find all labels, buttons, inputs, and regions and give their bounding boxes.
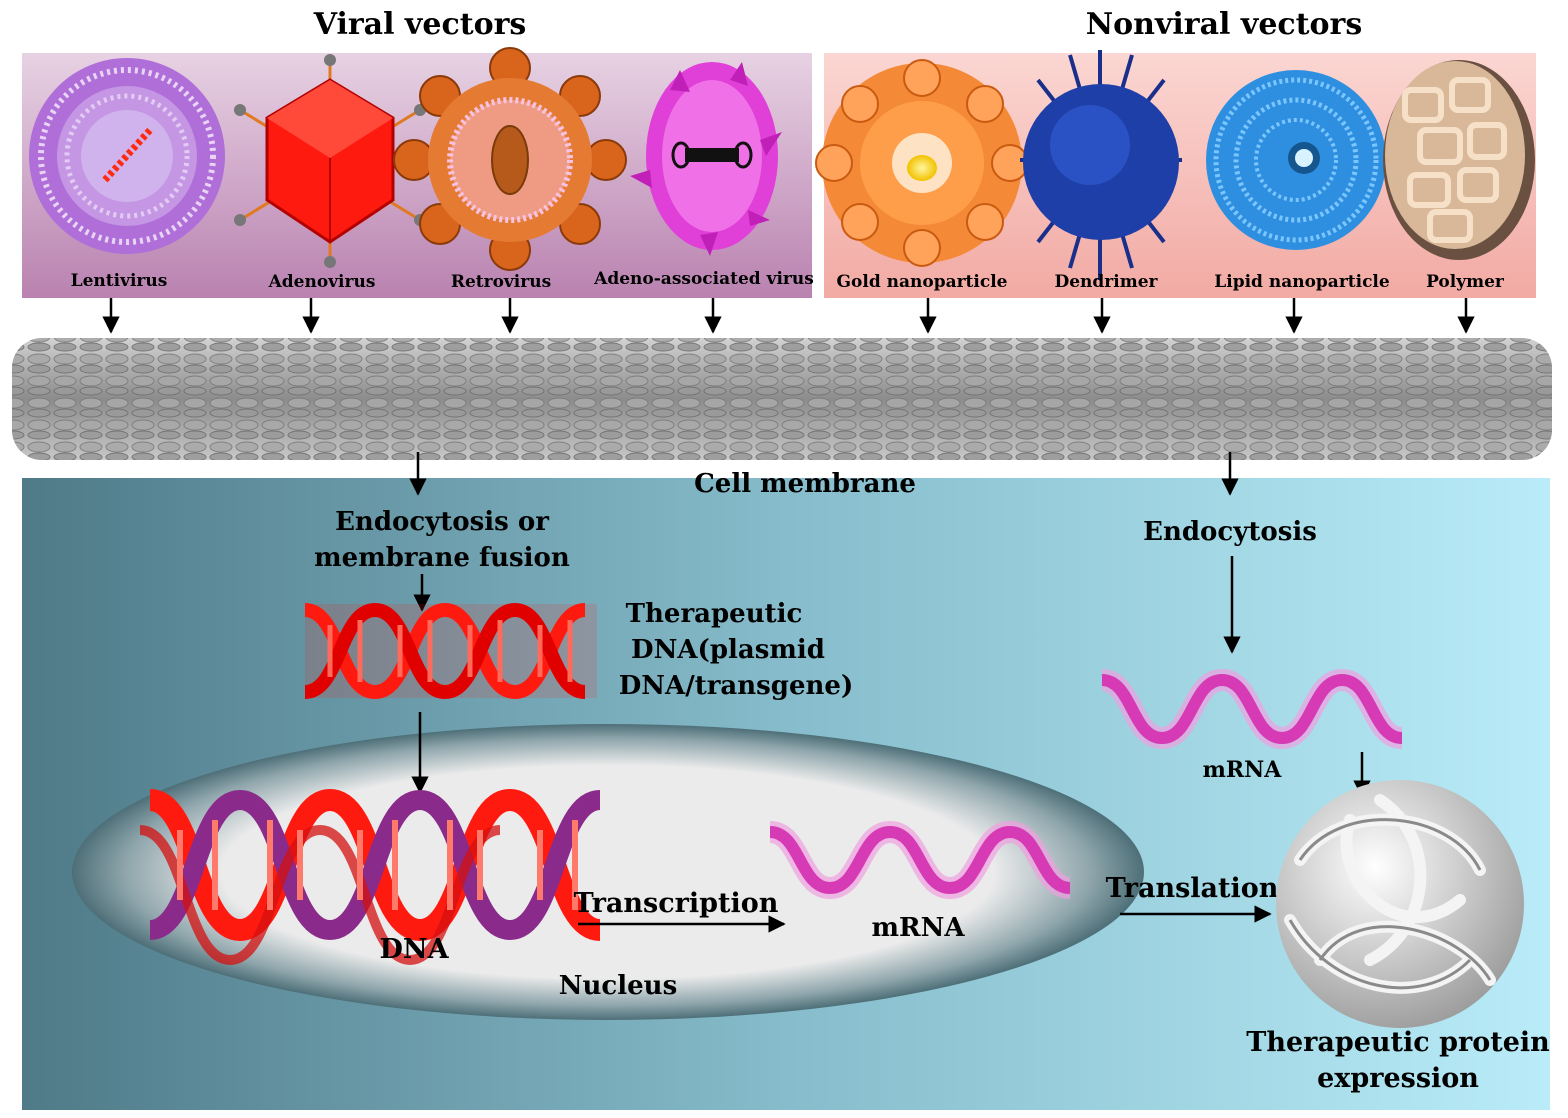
vector-entry-arrows: [102, 298, 1475, 334]
cytoplasm-mrna-icon: [1100, 668, 1404, 750]
cell-membrane-label: Cell membrane: [694, 469, 916, 499]
viral-entry-line-2: membrane fusion: [314, 543, 570, 573]
therapeutic-dna-line-3: DNA/transgene): [619, 671, 854, 701]
aav-icon: [630, 62, 782, 256]
cell-membrane: [12, 338, 1552, 460]
therapeutic-dna-icon: [303, 602, 597, 700]
protein-label-line-1: Therapeutic protein: [1246, 1027, 1550, 1058]
vector-label-lentivirus: Lentivirus: [71, 271, 168, 291]
dendrimer-icon: [1020, 50, 1182, 280]
nonviral-entry-label: Endocytosis: [1143, 517, 1317, 547]
therapeutic-dna-line-2: DNA(plasmid: [631, 635, 825, 665]
nuclear-dna-icon: [139, 788, 603, 966]
adenovirus-icon: [234, 54, 426, 268]
cytoplasm-mrna-label: mRNA: [1203, 757, 1283, 783]
vector-label-retrovirus: Retrovirus: [451, 272, 551, 292]
vector-label-gold-nanoparticle: Gold nanoparticle: [837, 272, 1008, 292]
vector-label-polymer: Polymer: [1426, 272, 1505, 292]
dna-label: DNA: [379, 934, 449, 965]
vector-label-lipid-nanoparticle: Lipid nanoparticle: [1214, 272, 1390, 292]
therapeutic-dna-line-1: Therapeutic: [626, 599, 803, 629]
transcription-label: Transcription: [574, 888, 779, 919]
lipid-nanoparticle-icon: [1206, 70, 1386, 250]
viral-entry-line-1: Endocytosis or: [335, 507, 549, 537]
nucleus-label: Nucleus: [559, 971, 677, 1001]
gold-nanoparticle-icon: [815, 59, 1029, 267]
retrovirus-icon: [393, 47, 627, 271]
therapeutic-protein-icon: [1276, 780, 1524, 1028]
vector-label-dendrimer: Dendrimer: [1055, 272, 1159, 292]
lentivirus-icon: [29, 58, 225, 254]
polymer-icon: [1383, 60, 1535, 260]
nuclear-mrna-icon: [768, 820, 1072, 900]
vector-label-adenovirus: Adenovirus: [268, 272, 376, 292]
protein-label-line-2: expression: [1317, 1063, 1479, 1094]
viral-vectors-header: Viral vectors: [313, 7, 527, 42]
nuclear-mrna-label: mRNA: [871, 913, 965, 943]
vector-label-aav: Adeno-associated virus: [593, 269, 814, 289]
translation-label: Translation: [1106, 873, 1279, 904]
nonviral-vectors-header: Nonviral vectors: [1086, 7, 1363, 42]
